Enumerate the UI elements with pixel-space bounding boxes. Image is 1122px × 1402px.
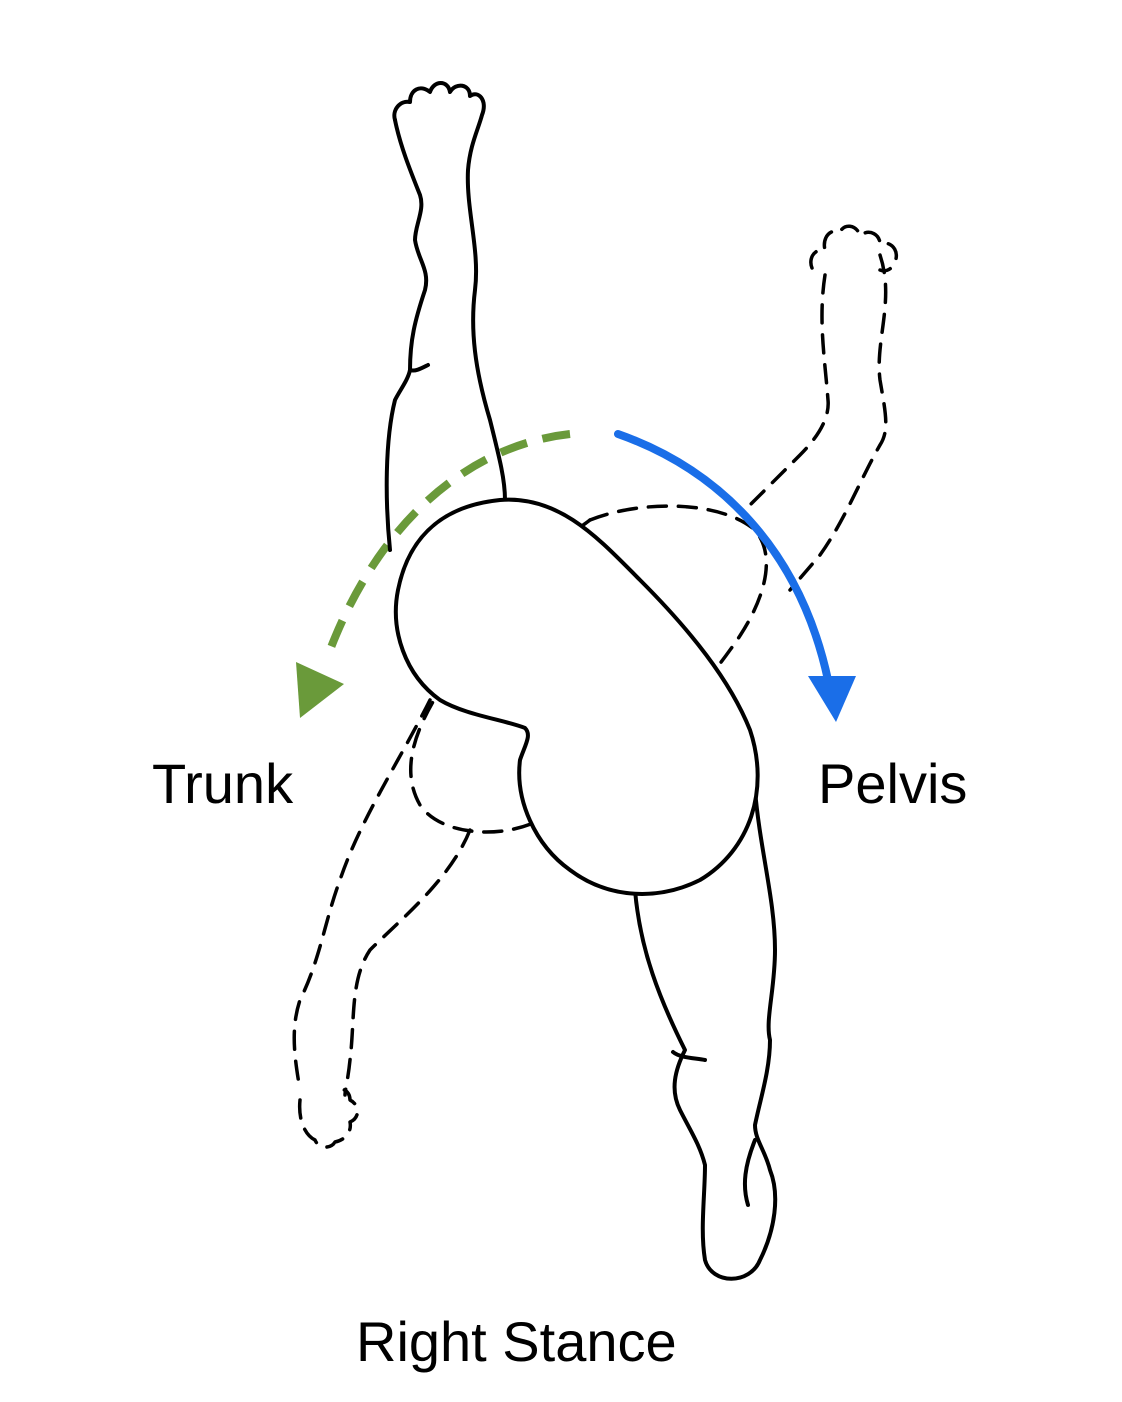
solid-pelvis-outline (393, 497, 760, 896)
trunk-label: Trunk (152, 752, 294, 815)
pelvis-label: Pelvis (818, 752, 968, 815)
dashed-right-leg (748, 224, 898, 592)
pelvis-rotation-arrow (614, 430, 856, 722)
right-stance-caption: Right Stance (356, 1310, 677, 1373)
trunk-rotation-arrow (296, 430, 571, 718)
solid-left-leg (384, 81, 507, 552)
solid-right-stance-leg (633, 788, 778, 1281)
dashed-left-leg (292, 698, 472, 1149)
